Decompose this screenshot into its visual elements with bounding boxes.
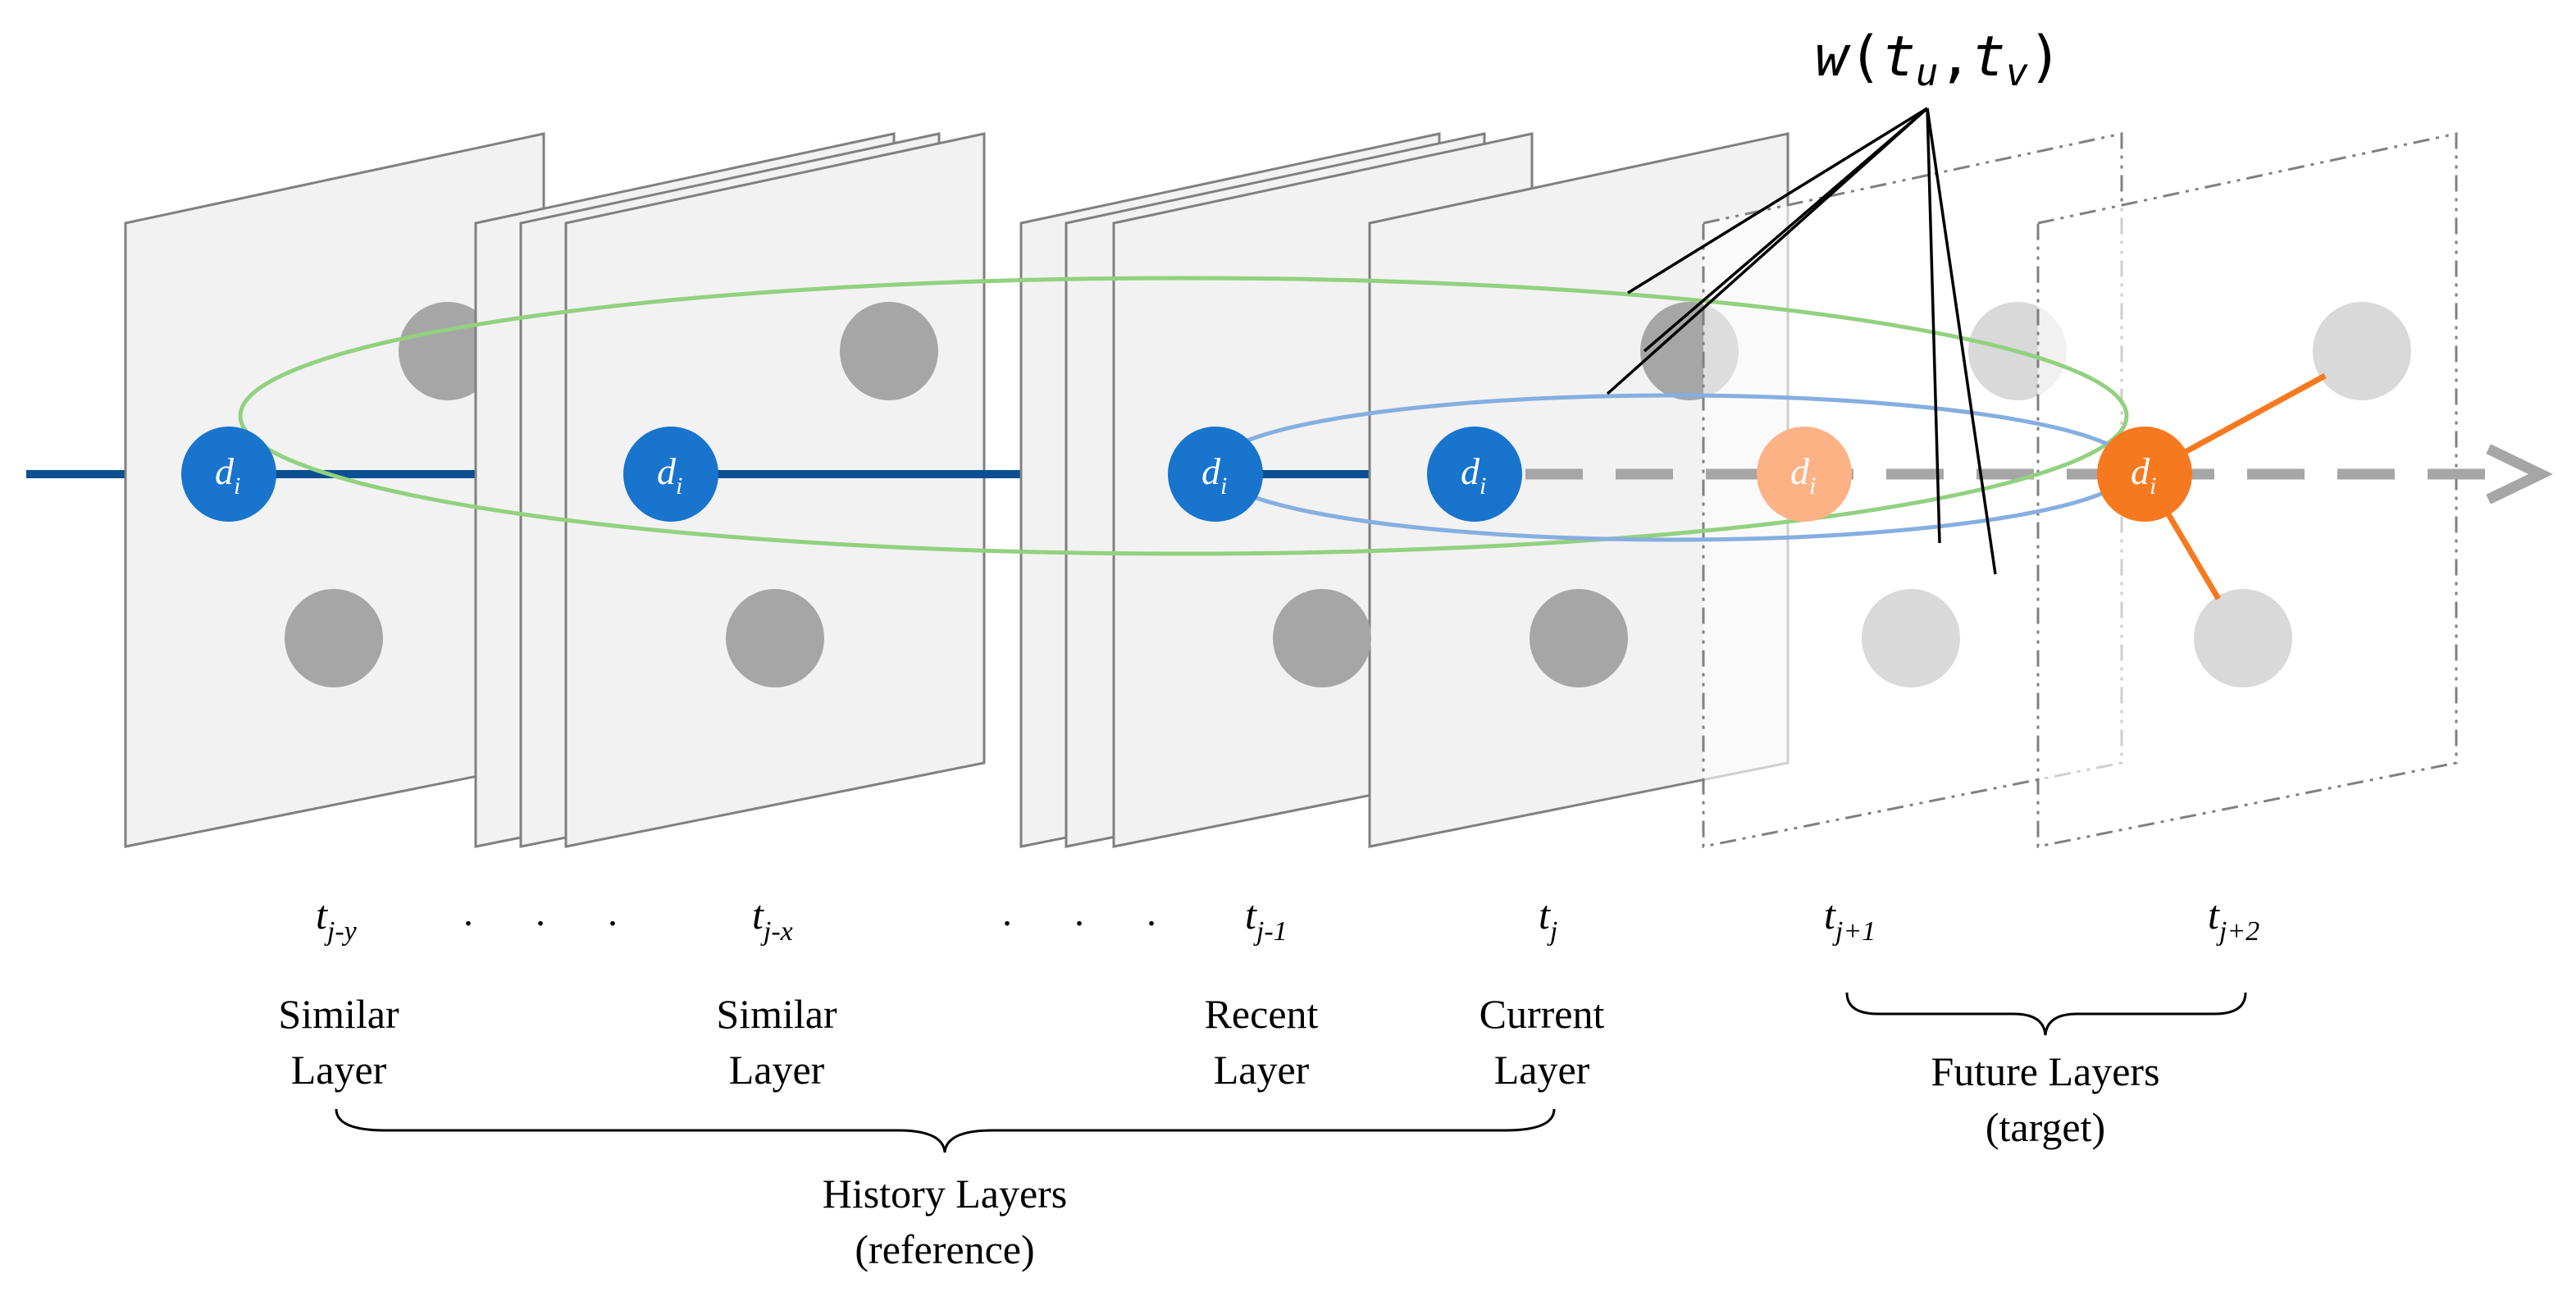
gray-node: [285, 589, 383, 687]
weight-function-label: w(tu,tv): [1815, 25, 2062, 94]
layer-similar-2: [474, 132, 986, 848]
gray-node: [726, 589, 824, 687]
ring-green: [238, 276, 2129, 556]
node-di-2: di: [623, 427, 718, 522]
group-label-history: History Layers(reference): [823, 1171, 1068, 1272]
weight-pointer-lines: [1606, 107, 1997, 575]
gray-node: [1530, 589, 1628, 687]
gray-node: [1273, 589, 1371, 687]
ellipsis-right: . . .: [1002, 891, 1183, 934]
time-label-j-y: tj-y: [316, 892, 358, 947]
svg-text:di: di: [1790, 450, 1816, 500]
svg-text:di: di: [657, 450, 682, 500]
node-di-future: di: [1757, 427, 1852, 522]
svg-text:di: di: [1201, 450, 1227, 500]
node-di-1: di: [181, 427, 276, 522]
brace-future: [1845, 992, 2247, 1036]
node-di-3: di: [1168, 427, 1263, 522]
gray-node-faded: [1862, 589, 1960, 687]
gray-node-faded: [2194, 589, 2292, 687]
group-label-future: Future Layers(target): [1931, 1048, 2159, 1150]
time-label-j+1: tj+1: [1824, 892, 1876, 947]
brace-history: [335, 1108, 1556, 1153]
svg-text:di: di: [2131, 450, 2156, 500]
gray-node: [840, 302, 938, 400]
time-label-j-x: tj-x: [752, 892, 793, 947]
layer-future-2: [2036, 132, 2458, 848]
time-label-j+2: tj+2: [2208, 892, 2259, 947]
svg-text:di: di: [1461, 450, 1486, 500]
gray-node-faded: [2313, 302, 2411, 400]
time-label-j-1: tj-1: [1245, 892, 1288, 947]
arrow-head-icon: [2486, 444, 2553, 504]
node-di-target: di: [2097, 427, 2192, 522]
ellipsis-left: . . .: [463, 891, 644, 934]
svg-text:di: di: [215, 450, 240, 500]
time-label-j: tj: [1539, 892, 1557, 947]
node-di-4: di: [1427, 427, 1522, 522]
